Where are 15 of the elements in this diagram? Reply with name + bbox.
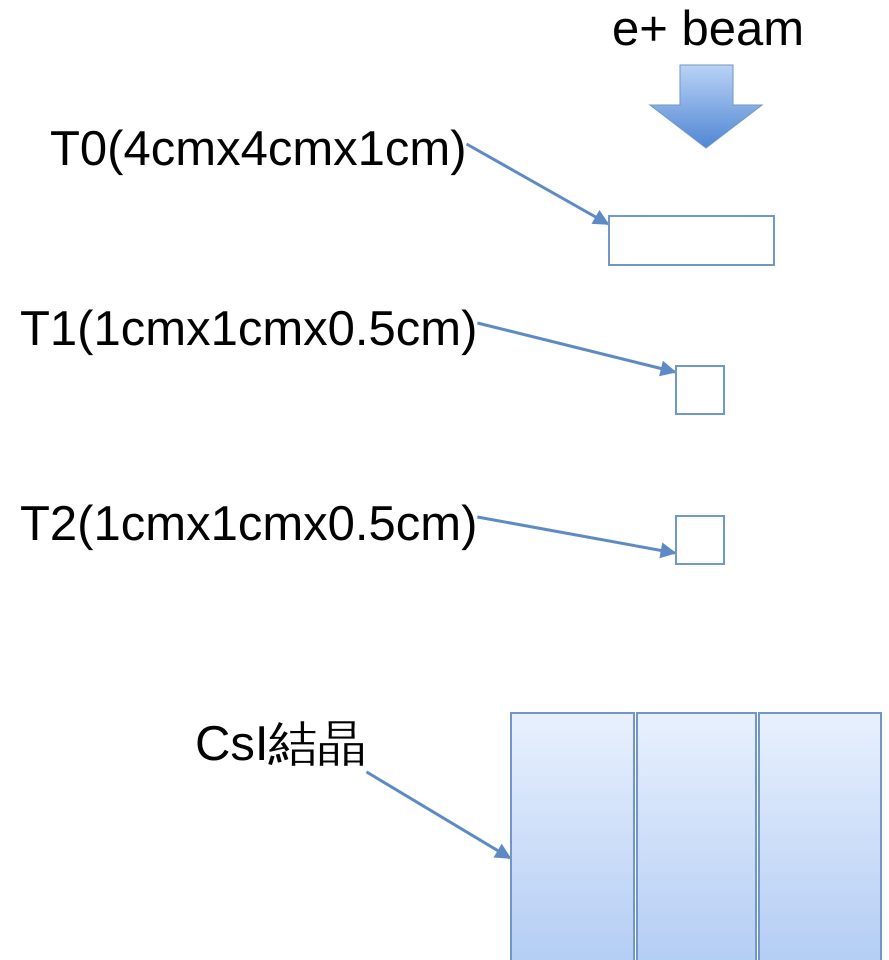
beam-label: e+ beam [612, 3, 804, 57]
leader-arrow [466, 142, 610, 226]
crystal-bar [510, 712, 635, 960]
detector-box [675, 515, 725, 565]
detector-box [675, 365, 725, 415]
leader-arrow [477, 322, 677, 376]
callout-text: T2(1cmx1cmx0.5cm) [20, 498, 478, 552]
callout-text: T0(4cmx4cmx1cm) [50, 123, 467, 177]
callout-text: CsI結晶 [195, 718, 366, 772]
leader-arrow [477, 516, 677, 558]
leader-arrow [366, 770, 512, 860]
crystal-bar [636, 712, 757, 960]
crystal-bar [758, 712, 882, 960]
detector-box [608, 215, 775, 266]
callout-text: T1(1cmx1cmx0.5cm) [20, 303, 478, 357]
